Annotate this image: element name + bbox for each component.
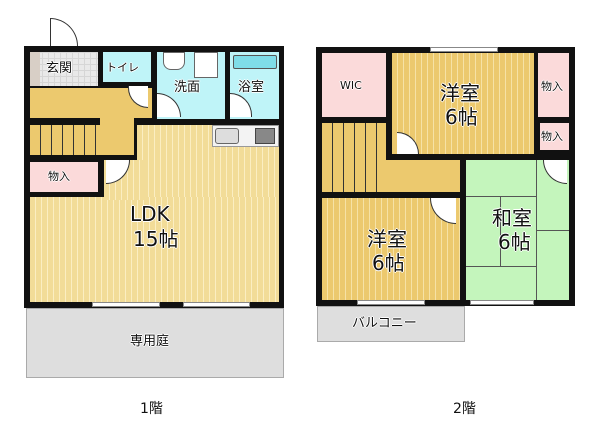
entrance-door-icon	[50, 18, 78, 48]
room-storage-2f-mid	[540, 123, 569, 150]
western-1-size-label: 6帖	[445, 105, 478, 129]
storage-1f-label: 物入	[48, 170, 70, 183]
room-storage-1f	[30, 162, 98, 192]
washer-icon	[194, 52, 218, 78]
japanese-window	[470, 300, 534, 305]
staircase-2f	[322, 123, 386, 192]
balcony-label: バルコニー	[352, 316, 417, 331]
ldk-name-label: LDK	[130, 202, 170, 226]
western-1-name-label: 洋室	[440, 81, 480, 105]
bathtub-icon	[233, 55, 277, 69]
western-1-window	[430, 47, 498, 52]
washroom-label: 洗面	[174, 80, 201, 95]
private-garden	[26, 308, 284, 378]
room-storage-2f-top	[538, 53, 569, 117]
stove-icon	[255, 128, 275, 144]
toilet-label: トイレ	[106, 61, 139, 74]
wic-label: WIC	[340, 79, 362, 92]
bathroom-label: 浴室	[238, 80, 265, 95]
western-2-window	[357, 300, 425, 305]
ldk-window-left	[92, 302, 160, 307]
stair-landing	[100, 118, 134, 155]
room-toilet	[103, 52, 151, 82]
japanese-size-label: 6帖	[498, 230, 531, 254]
western-2-size-label: 6帖	[372, 251, 405, 275]
room-western-1	[392, 53, 534, 154]
tatami-line	[466, 266, 536, 267]
genkan-label: 玄関	[46, 61, 73, 76]
floor-2-caption: 2階	[453, 401, 476, 417]
floor-1-caption: 1階	[140, 401, 163, 417]
shoe-storage	[30, 52, 40, 86]
staircase-1f	[30, 125, 100, 155]
sink-icon	[163, 52, 185, 70]
room-genkan	[30, 52, 98, 86]
tatami-line	[466, 196, 536, 197]
room-wic	[322, 53, 386, 117]
kitchen-sink-icon	[215, 128, 239, 144]
western-2-name-label: 洋室	[367, 227, 407, 251]
storage-2f-mid-label: 物入	[541, 130, 563, 143]
hallway-2f	[386, 160, 460, 192]
japanese-name-label: 和室	[492, 206, 532, 230]
garden-label: 専用庭	[130, 334, 170, 349]
ldk-window-right	[183, 302, 250, 307]
room-ldk-lower	[30, 197, 279, 302]
tatami-line	[500, 196, 501, 266]
tatami-line	[536, 230, 569, 231]
balcony	[317, 306, 465, 342]
storage-2f-top-label: 物入	[541, 80, 563, 93]
ldk-size-label: 15帖	[133, 227, 179, 251]
